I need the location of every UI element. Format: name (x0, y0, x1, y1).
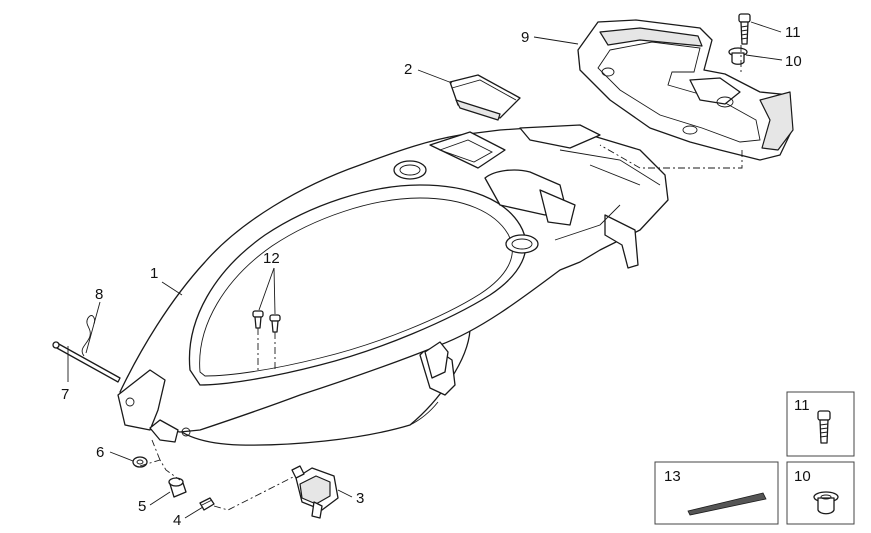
nut-6 (132, 456, 148, 468)
callout-6: 6 (96, 444, 104, 461)
legend-label-13: 13 (664, 468, 681, 485)
legend-label-10: 10 (794, 468, 811, 485)
legend-box-11: 11 (786, 391, 855, 457)
leader-lines (67, 21, 783, 519)
callout-7: 7 (61, 386, 69, 403)
callout-2: 2 (404, 61, 412, 78)
callout-10: 10 (785, 53, 802, 70)
helmet-compartment (117, 124, 669, 446)
screws-12 (252, 310, 281, 333)
callout-11: 11 (785, 24, 801, 41)
bushing-5 (168, 477, 187, 498)
spring-clip-8 (81, 315, 95, 357)
bolt-4 (199, 497, 215, 511)
callout-9: 9 (521, 29, 529, 46)
small-cover (449, 74, 521, 121)
grab-handle (577, 19, 794, 161)
callout-4: 4 (173, 512, 181, 529)
callout-5: 5 (138, 498, 146, 515)
legend-label-11: 11 (794, 397, 810, 414)
rod-7 (52, 341, 121, 383)
callout-1: 1 (150, 265, 158, 282)
spacer-10 (728, 47, 748, 65)
callout-12: 12 (263, 250, 280, 267)
callout-8: 8 (95, 286, 103, 303)
latch-3 (291, 465, 339, 519)
callout-3: 3 (356, 490, 364, 507)
assembly-lines (139, 45, 743, 511)
screw-11 (738, 13, 751, 45)
legend-box-10: 10 (786, 461, 855, 525)
legend-box-13: 13 (654, 461, 779, 525)
